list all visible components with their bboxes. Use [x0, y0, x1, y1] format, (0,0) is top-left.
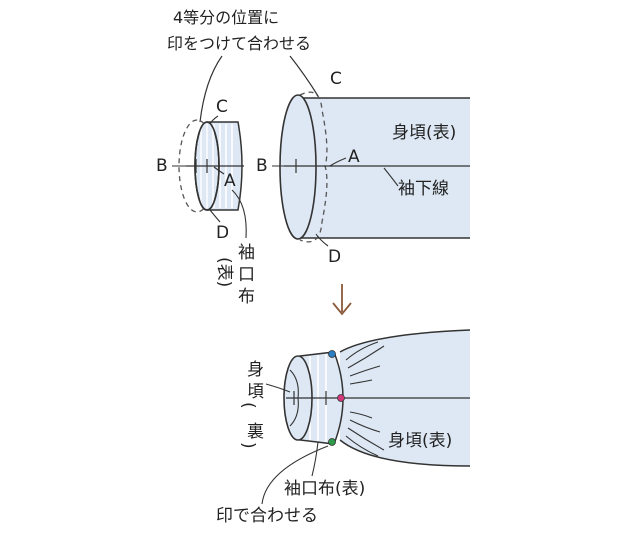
sleeve-underline-label: 袖下線	[398, 179, 449, 199]
back-label-close: )	[238, 442, 258, 449]
cuff-label-char2: 口	[238, 265, 255, 285]
body-front-label: 身頃(表)	[392, 123, 456, 143]
body-front-bottom-label: 身頃(表)	[388, 431, 452, 451]
cuff-label-char1: 袖	[238, 243, 255, 263]
cuff-band-top	[178, 119, 244, 213]
label-a-left: A	[224, 171, 236, 191]
body-sleeve-top	[279, 91, 470, 243]
label-c-right: C	[330, 69, 342, 89]
note-line2: 印をつけて合わせる	[167, 34, 311, 53]
label-b-left: B	[156, 156, 168, 176]
back-label-char1: 身	[247, 360, 264, 380]
pin-magenta	[337, 394, 345, 402]
back-label-open: (	[238, 402, 258, 409]
label-d-right: D	[328, 247, 341, 267]
cuff-front-bottom-label: 袖口布(表)	[284, 479, 365, 499]
down-arrow-icon	[332, 284, 352, 316]
label-b-right: B	[256, 156, 268, 176]
label-c-left: C	[216, 97, 228, 117]
label-a-right: A	[348, 147, 360, 167]
align-marks-label: 印で合わせる	[216, 506, 318, 526]
back-label-char2: 頃	[247, 382, 264, 402]
label-d-left: D	[216, 223, 229, 243]
assembled-sleeve	[283, 329, 471, 467]
pin-blue	[328, 350, 336, 358]
cuff-label-paren: (表)	[214, 257, 234, 287]
back-label-char4: 裏	[247, 421, 264, 442]
note-line1: 4等分の位置に	[173, 8, 279, 27]
cuff-label-char3: 布	[238, 287, 255, 307]
pin-green	[328, 438, 336, 446]
